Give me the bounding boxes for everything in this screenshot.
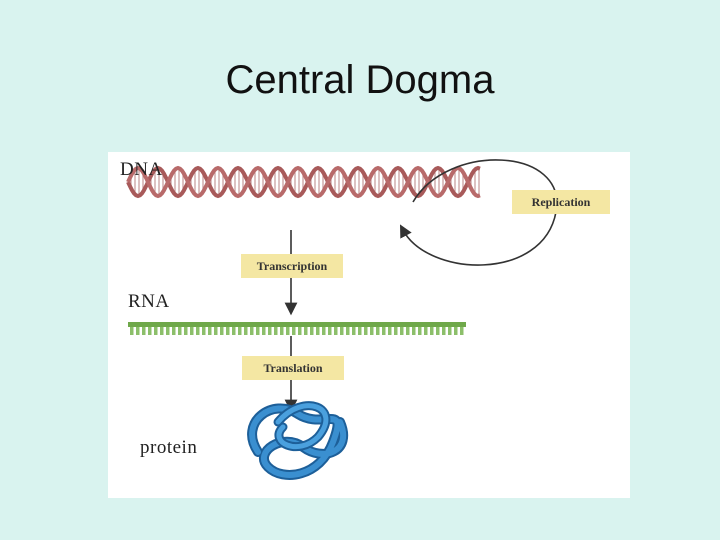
slide-title: Central Dogma [225,58,495,102]
rna-base [190,327,194,335]
protein-structure [247,401,349,480]
rna-base [220,327,224,335]
rna-base [400,327,404,335]
rna-base [160,327,164,335]
rna-base [298,327,302,335]
rna-base [304,327,308,335]
rna-label: RNA [128,291,170,312]
rna-base [376,327,380,335]
translation-label: Translation [242,356,344,380]
rna-base [280,327,284,335]
rna-base [130,327,134,335]
rna-base [370,327,374,335]
rna-base [172,327,176,335]
rna-base [442,327,446,335]
rna-base [358,327,362,335]
diagram-graphics [126,159,558,480]
rna-base [148,327,152,335]
dna-helix [126,165,481,199]
rna-base [274,327,278,335]
rna-base [184,327,188,335]
rna-base [154,327,158,335]
rna-base [340,327,344,335]
rna-base [352,327,356,335]
rna-base [226,327,230,335]
rna-base [136,327,140,335]
rna-base [394,327,398,335]
rna-base [310,327,314,335]
rna-base [292,327,296,335]
rna-base [142,327,146,335]
rna-base [256,327,260,335]
rna-base [316,327,320,335]
rna-base [424,327,428,335]
rna-base [460,327,464,335]
rna-base [166,327,170,335]
rna-base [430,327,434,335]
rna-base [202,327,206,335]
rna-base [364,327,368,335]
rna-base [346,327,350,335]
rna-base [250,327,254,335]
rna-strand [128,322,466,335]
replication-label: Replication [512,190,610,214]
rna-base [454,327,458,335]
rna-base [262,327,266,335]
rna-base [382,327,386,335]
rna-base [448,327,452,335]
dna-label: DNA [120,159,163,180]
rna-base [178,327,182,335]
rna-base [418,327,422,335]
rna-base [322,327,326,335]
protein-label: protein [140,437,198,458]
rna-base [214,327,218,335]
rna-base [268,327,272,335]
rna-base [436,327,440,335]
rna-base [238,327,242,335]
rna-base [412,327,416,335]
rna-base [244,327,248,335]
rna-base [196,327,200,335]
rna-base [328,327,332,335]
rna-base [232,327,236,335]
rna-base [286,327,290,335]
central-dogma-diagram: DNA RNA protein Replication Transcriptio… [108,152,630,498]
rna-base [406,327,410,335]
rna-base [334,327,338,335]
rna-base [208,327,212,335]
transcription-label: Transcription [241,254,343,278]
rna-base [388,327,392,335]
